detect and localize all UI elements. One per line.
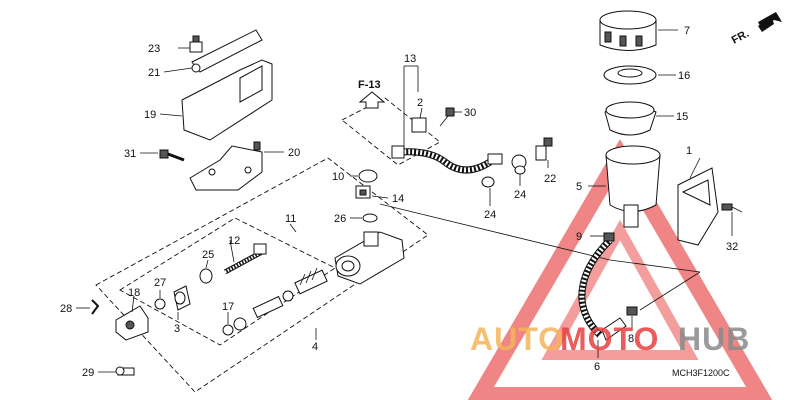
callout-7: 7 [684,25,690,37]
callout-21: 21 [148,67,160,79]
callout-28: 28 [60,303,72,315]
callout-11: 11 [285,213,296,225]
oring-10-part [358,169,378,183]
hose-assembly-part [391,117,527,174]
pin-29-part [115,366,135,376]
assembly-11-outline [119,217,336,346]
callout-3: 3 [174,323,180,335]
diaphragm-part [604,101,657,136]
watermark-hub: HUB [678,321,750,357]
callout-10: 10 [332,171,344,183]
callout-26: 26 [334,213,346,225]
watermark-text: AUTO MOTO HUB [470,321,750,357]
callout-24-right: 24 [514,189,526,201]
callout-9: 9 [576,231,582,243]
nut-23-part [189,35,203,53]
reservoir-hose-part [578,237,627,341]
bolt-31-part [159,149,185,162]
boot-part [173,285,191,311]
callout-32: 32 [726,241,738,253]
callout-15: 15 [676,111,688,123]
diagram-code: MCH3F1200C [672,368,730,378]
connection-line-2 [609,259,701,273]
bolt-22-part [535,137,553,161]
assembly-4-outline [95,157,429,393]
callout-2: 2 [417,97,423,109]
connection-line-3 [639,271,701,311]
callout-20: 20 [288,147,300,159]
reservoir-tank-part [605,145,661,228]
callout-17: 17 [222,301,234,313]
callout-16: 16 [678,70,690,82]
nut-27-part [154,298,166,310]
front-direction-label: FR. [730,28,751,47]
callout-14: 14 [392,193,404,205]
reference-label: F-13 [358,79,381,91]
clip-9-part [603,232,615,242]
callout-13: 13 [404,53,416,65]
watermark-moto: MOTO [560,321,659,357]
callout-1: 1 [686,145,692,157]
bracket-21-part [191,29,263,73]
callout-24-left: 24 [484,209,496,221]
push-rod-part [223,243,267,275]
callout-12: 12 [228,235,240,247]
screw-32-part [721,203,743,213]
reservoir-cap-part [599,10,657,51]
piston-part [252,295,284,319]
callout-27: 27 [154,277,166,289]
callout-labels: 1 2 3 4 5 6 7 8 9 10 11 12 13 14 15 16 1… [60,25,738,379]
callout-22: 22 [544,173,556,185]
front-direction-indicator: FR. [730,12,782,47]
callout-5: 5 [576,181,582,193]
joint-14-part [355,185,371,199]
callout-18: 18 [128,287,140,299]
reservoir-plate-part [603,65,657,85]
joint-18-part [115,305,149,341]
circlip-17-part [222,324,234,336]
bracket-20-part [189,141,263,191]
washer-3-part [233,317,247,331]
callout-4: 4 [312,341,318,353]
callout-31: 31 [124,148,136,160]
watermark-auto: AUTO [470,321,564,357]
reference-arrow [358,91,386,109]
reservoir-cover-part [677,167,719,246]
callout-25: 25 [202,249,214,261]
master-cylinder-body-part [334,231,405,285]
leader-lines [76,29,733,373]
clip-8-part [626,306,638,316]
callout-23: 23 [148,43,160,55]
callout-19: 19 [144,109,156,121]
washer-24-right-part [514,165,526,175]
bolt-30-part [439,107,455,127]
callout-8: 8 [628,333,634,345]
cotter-pin-28-part [91,299,100,315]
callout-29: 29 [82,367,94,379]
washer-24-left-part [481,176,495,188]
nut-25-part [199,268,213,284]
spring-part [294,267,328,295]
callout-6: 6 [594,361,600,373]
callout-30: 30 [464,107,476,119]
connection-line [379,203,611,261]
oring-26-part [362,213,378,223]
cover-19-part [181,59,273,141]
cup-part [282,290,294,302]
